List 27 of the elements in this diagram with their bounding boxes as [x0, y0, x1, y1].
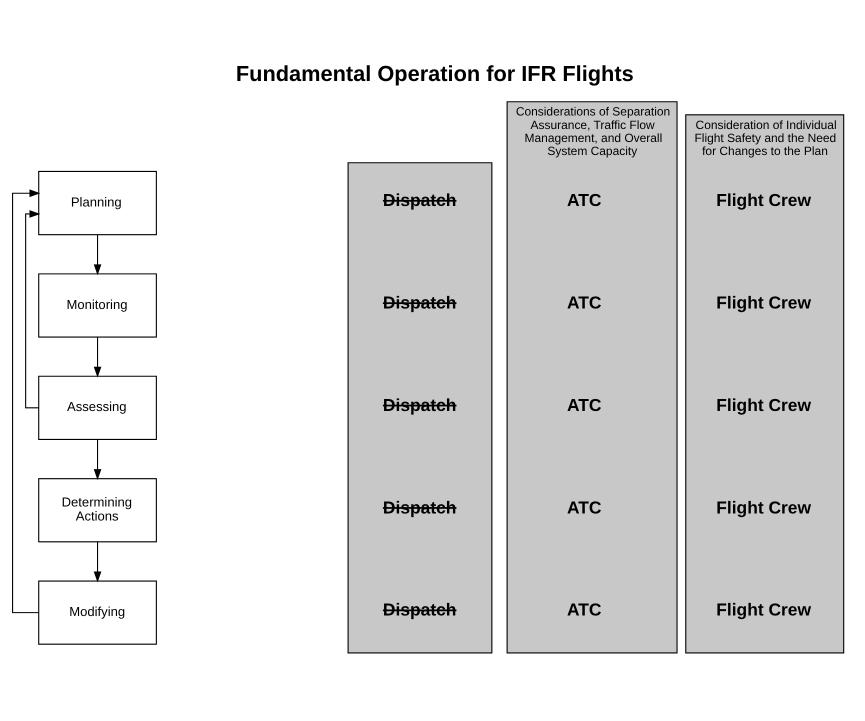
node-text: Dispatch — [382, 394, 456, 414]
node-text: ATC — [567, 292, 602, 312]
node-text: Flight Crew — [716, 496, 812, 517]
node-box: Determining Actions — [38, 478, 157, 542]
node-box: Assessing — [38, 375, 157, 440]
node-text: Dispatch — [382, 599, 456, 620]
cluster — [348, 162, 492, 653]
diagram-title: Fundamental Operation for IFR Flights — [236, 60, 634, 86]
node-text: ATC — [567, 394, 602, 414]
node-box: Modifying — [38, 580, 157, 644]
arrow — [94, 234, 102, 275]
node-text: Dispatch — [382, 496, 456, 517]
arrow — [12, 188, 40, 613]
node-text: Flight Crew — [716, 599, 812, 620]
arrow — [94, 336, 102, 378]
node-text: Flight Crew — [716, 394, 812, 414]
node-text: Dispatch — [382, 292, 456, 312]
node-text: Dispatch — [382, 190, 456, 210]
node-text: Flight Crew — [716, 190, 812, 210]
node-text: ATC — [567, 190, 602, 210]
node-text: ATC — [567, 599, 602, 620]
node-box: Planning — [38, 170, 157, 235]
arrow — [94, 542, 102, 582]
node-text: ATC — [567, 496, 602, 517]
node-text: Flight Crew — [716, 292, 812, 312]
arrow — [94, 439, 102, 480]
node-box: Monitoring — [38, 272, 157, 338]
